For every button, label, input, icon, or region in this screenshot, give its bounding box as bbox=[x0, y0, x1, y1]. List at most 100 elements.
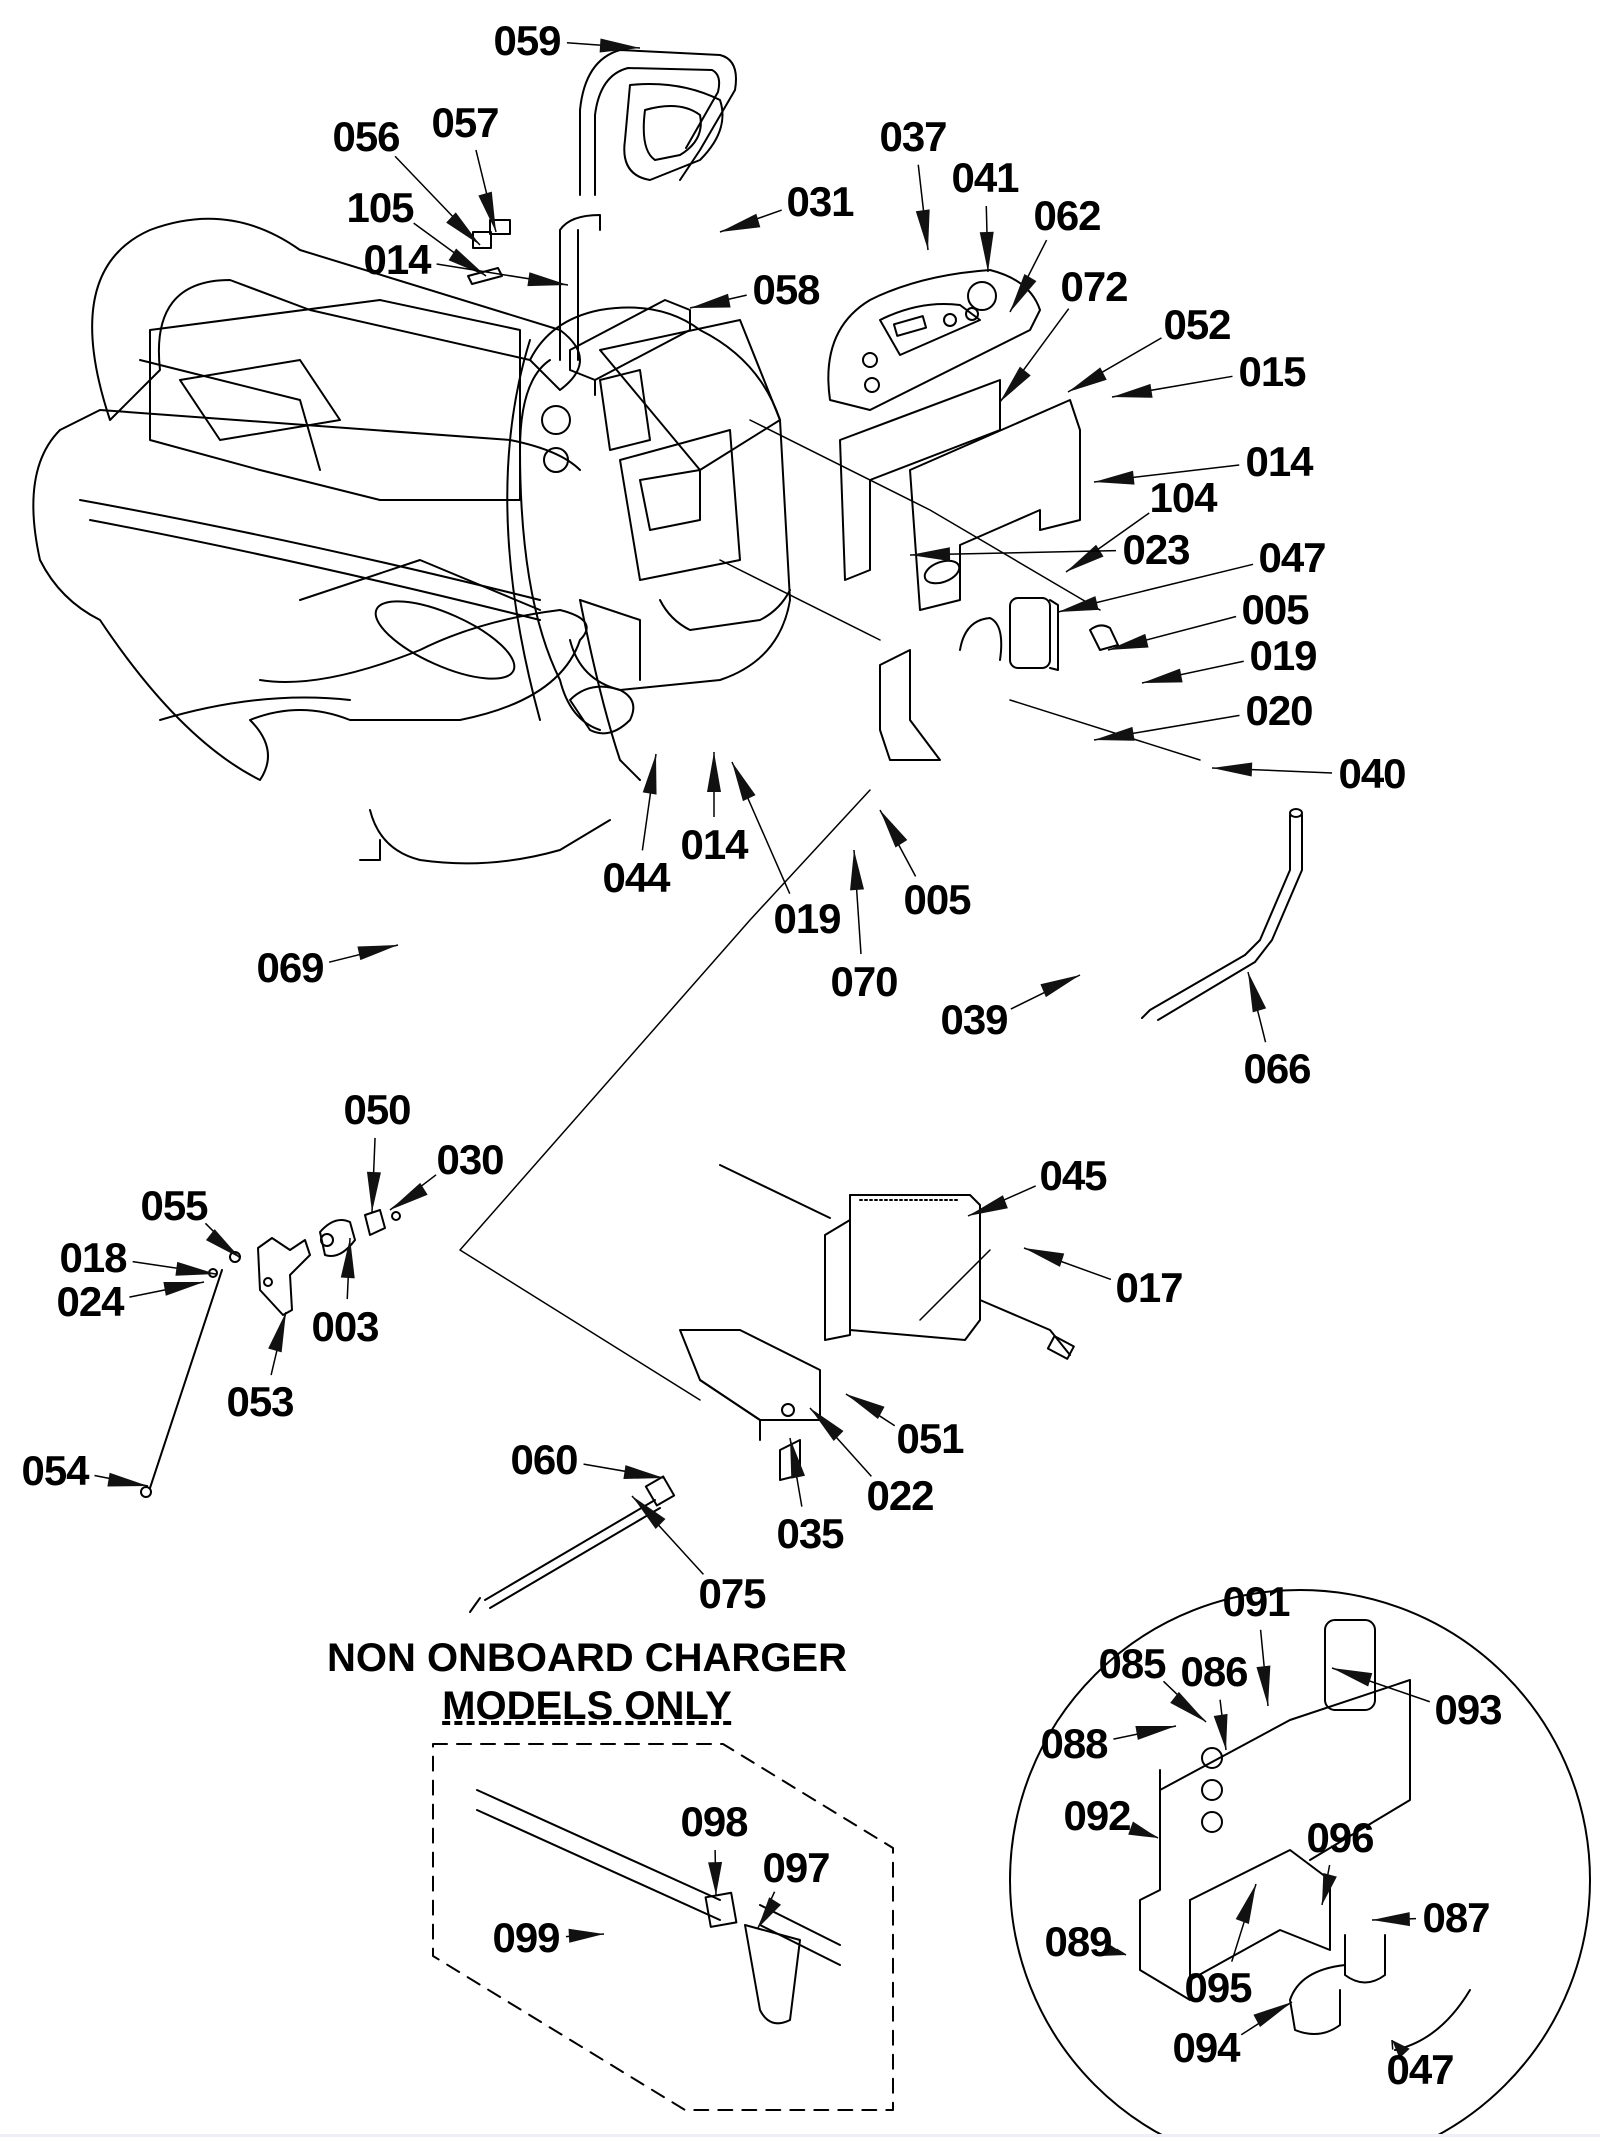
arrowhead-047-top bbox=[1058, 596, 1099, 612]
arrowhead-070 bbox=[850, 850, 865, 891]
arrowhead-094 bbox=[1253, 2002, 1292, 2028]
callout-089: 089 bbox=[1044, 1918, 1112, 1965]
leader-line-047-detail bbox=[1391, 2039, 1394, 2050]
arrowhead-044 bbox=[642, 754, 657, 795]
callout-054: 054 bbox=[21, 1447, 89, 1494]
callout-095: 095 bbox=[1184, 1964, 1252, 2011]
callout-056: 056 bbox=[332, 113, 400, 160]
callout-055: 055 bbox=[140, 1182, 208, 1229]
callout-088: 088 bbox=[1040, 1720, 1108, 1767]
callout-041: 041 bbox=[951, 154, 1019, 201]
arrowhead-022 bbox=[810, 1408, 844, 1441]
arrowhead-104 bbox=[1066, 544, 1104, 572]
callout-059: 059 bbox=[493, 17, 561, 64]
callout-062: 062 bbox=[1033, 192, 1101, 239]
callout-075: 075 bbox=[698, 1570, 766, 1617]
callout-045: 045 bbox=[1039, 1152, 1107, 1199]
callout-070: 070 bbox=[830, 958, 898, 1005]
callout-072: 072 bbox=[1060, 263, 1128, 310]
callout-093: 093 bbox=[1434, 1686, 1502, 1733]
arrowhead-019-mid bbox=[732, 762, 756, 802]
arrowhead-014-right bbox=[1094, 470, 1135, 485]
arrowhead-062 bbox=[1010, 274, 1037, 312]
arrowhead-018 bbox=[175, 1261, 216, 1276]
arrowhead-045 bbox=[968, 1195, 1008, 1216]
arrowhead-054 bbox=[107, 1472, 148, 1487]
arrowhead-085 bbox=[1170, 1691, 1206, 1722]
relay-assembly bbox=[879, 597, 1119, 761]
callout-022: 022 bbox=[866, 1472, 934, 1519]
callout-020: 020 bbox=[1245, 687, 1313, 734]
callout-039: 039 bbox=[940, 996, 1008, 1043]
callout-003: 003 bbox=[311, 1303, 379, 1350]
switch-parts bbox=[467, 219, 511, 285]
arrowhead-050 bbox=[366, 1171, 381, 1212]
callout-053: 053 bbox=[226, 1378, 294, 1425]
arrowhead-097 bbox=[758, 1897, 782, 1928]
arrowhead-086 bbox=[1213, 1713, 1228, 1750]
callout-037: 037 bbox=[879, 113, 947, 160]
arrowhead-039 bbox=[1040, 975, 1080, 998]
callout-058: 058 bbox=[752, 266, 820, 313]
note-line-1: NON ONBOARD CHARGER bbox=[327, 1636, 847, 1680]
arrowhead-031 bbox=[720, 213, 761, 232]
callout-024: 024 bbox=[56, 1278, 124, 1325]
note-line-2: MODELS ONLY bbox=[442, 1684, 732, 1728]
arrowhead-047-detail bbox=[1392, 2040, 1410, 2059]
arrowhead-087 bbox=[1372, 1912, 1410, 1927]
callout-086: 086 bbox=[1180, 1648, 1248, 1695]
charger-leads bbox=[476, 1789, 841, 2025]
control-panel bbox=[827, 269, 1041, 411]
callout-050: 050 bbox=[343, 1086, 411, 1133]
bracket-058 bbox=[569, 299, 691, 396]
callout-097: 097 bbox=[762, 1844, 830, 1891]
callout-096: 096 bbox=[1306, 1814, 1374, 1861]
callout-047-top: 047 bbox=[1258, 534, 1326, 581]
arrowhead-056 bbox=[446, 212, 480, 245]
callout-014-top: 014 bbox=[363, 236, 431, 283]
non-onboard-charger-box bbox=[432, 1743, 894, 2111]
callout-018: 018 bbox=[59, 1234, 127, 1281]
callout-017: 017 bbox=[1115, 1264, 1183, 1311]
callout-085: 085 bbox=[1098, 1640, 1166, 1687]
callout-015: 015 bbox=[1238, 348, 1306, 395]
callout-031: 031 bbox=[786, 178, 854, 225]
arrowhead-005-mid bbox=[880, 810, 908, 848]
callout-091: 091 bbox=[1222, 1578, 1290, 1625]
callout-069: 069 bbox=[256, 944, 324, 991]
callout-060: 060 bbox=[510, 1436, 578, 1483]
arrowhead-060 bbox=[623, 1465, 664, 1479]
page-bottom-edge bbox=[0, 2134, 1600, 2137]
panel-plates bbox=[839, 379, 1081, 611]
callout-104: 104 bbox=[1149, 474, 1217, 521]
arrowhead-040 bbox=[1212, 762, 1253, 777]
callout-094: 094 bbox=[1172, 2024, 1240, 2071]
arrowhead-075 bbox=[632, 1496, 666, 1529]
callout-040: 040 bbox=[1338, 750, 1406, 797]
arrowhead-014-mid bbox=[707, 752, 721, 792]
callout-092: 092 bbox=[1063, 1792, 1131, 1839]
callout-030: 030 bbox=[436, 1136, 504, 1183]
arrowhead-096 bbox=[1322, 1873, 1337, 1905]
arrowhead-093 bbox=[1332, 1668, 1373, 1687]
callout-047-detail: 047 bbox=[1386, 2046, 1454, 2093]
arrowhead-088 bbox=[1135, 1726, 1176, 1740]
callout-023: 023 bbox=[1122, 526, 1190, 573]
arrowhead-019-right bbox=[1142, 668, 1183, 683]
arrowhead-005-right bbox=[1108, 633, 1149, 650]
callout-098: 098 bbox=[680, 1798, 748, 1845]
arrowhead-055 bbox=[205, 1229, 240, 1258]
arrowhead-030 bbox=[390, 1182, 428, 1210]
arrowhead-024 bbox=[163, 1282, 204, 1296]
callout-044: 044 bbox=[602, 854, 670, 901]
arrowhead-020 bbox=[1094, 726, 1135, 741]
callout-051: 051 bbox=[896, 1415, 964, 1462]
arrowhead-035 bbox=[790, 1438, 806, 1479]
callout-014-right: 014 bbox=[1245, 438, 1313, 485]
arrowhead-091 bbox=[1256, 1665, 1271, 1706]
rear-housing bbox=[529, 306, 791, 735]
callout-035: 035 bbox=[776, 1510, 844, 1557]
callout-087: 087 bbox=[1422, 1894, 1490, 1941]
arrowhead-041 bbox=[979, 231, 994, 272]
charger bbox=[679, 1164, 1075, 1481]
